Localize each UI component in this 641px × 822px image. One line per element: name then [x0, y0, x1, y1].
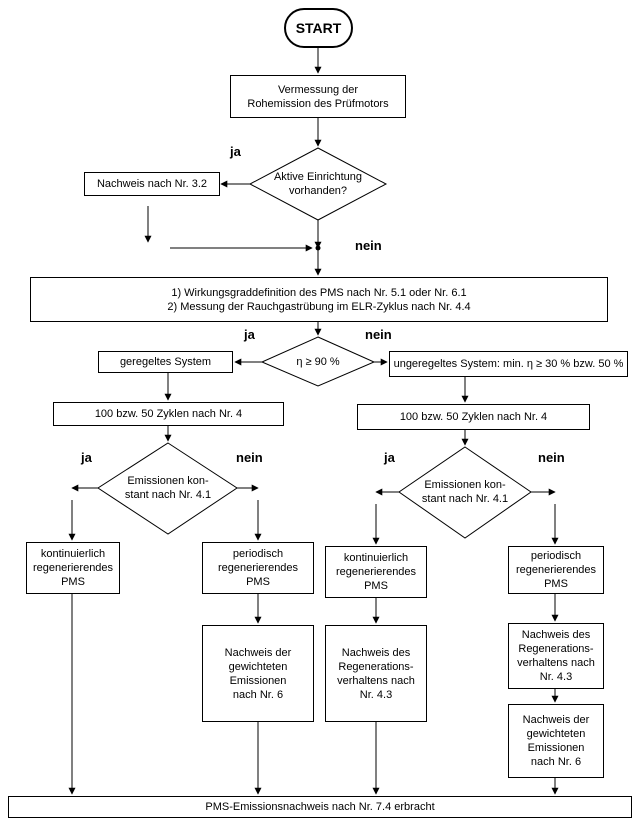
step-kont-left: kontinuierlich regenerierendes PMS — [26, 542, 120, 594]
step-regen-mid: Nachweis des Regenerations- verhaltens n… — [325, 625, 427, 722]
step-period-right: periodisch regenerierendes PMS — [508, 546, 604, 594]
step-geregelt: geregeltes System — [98, 351, 233, 373]
label-nein-eta: nein — [365, 327, 392, 342]
start-node: START — [284, 8, 353, 48]
step-kont-right: kontinuierlich regenerierendes PMS — [325, 546, 427, 598]
label-ja-eta: ja — [244, 327, 255, 342]
step-gewichtet-left: Nachweis der gewichteten Emissionen nach… — [202, 625, 314, 722]
step-period-left: periodisch regenerierendes PMS — [202, 542, 314, 594]
label-nein-aktive: nein — [355, 238, 382, 253]
label-nein-emissions-left: nein — [236, 450, 263, 465]
decision-emissions-left-text: Emissionen kon- stant nach Nr. 4.1 — [124, 475, 212, 501]
step-nachweis-32: Nachweis nach Nr. 3.2 — [84, 172, 220, 196]
decision-emissions-right-text: Emissionen kon- stant nach Nr. 4.1 — [421, 479, 509, 505]
step-vermessung: Vermessung der Rohemission des Prüfmotor… — [230, 75, 406, 118]
merge-dot — [315, 245, 321, 251]
label-nein-emissions-right: nein — [538, 450, 565, 465]
step-regen-right: Nachweis des Regenerations- verhaltens n… — [508, 623, 604, 689]
step-final: PMS-Emissionsnachweis nach Nr. 7.4 erbra… — [8, 796, 632, 818]
decision-emissions-left-shape — [97, 442, 238, 535]
decision-eta-shape — [260, 336, 376, 387]
step-gewichtet-right: Nachweis der gewichteten Emissionen nach… — [508, 704, 604, 778]
decision-eta-text: η ≥ 90 % — [296, 356, 340, 368]
decision-emissions-right-shape — [398, 446, 532, 539]
step-wirkungsgrad: 1) Wirkungsgraddefinition des PMS nach N… — [30, 277, 608, 322]
label-ja-emissions-left: ja — [81, 450, 92, 465]
label-ja-aktive: ja — [230, 144, 241, 159]
step-zyklen-left: 100 bzw. 50 Zyklen nach Nr. 4 — [53, 402, 284, 426]
decision-active-text: Aktive Einrichtung vorhanden? — [273, 171, 363, 197]
step-zyklen-right: 100 bzw. 50 Zyklen nach Nr. 4 — [357, 404, 590, 430]
label-ja-emissions-right: ja — [384, 450, 395, 465]
step-ungeregelt: ungeregeltes System: min. η ≥ 30 % bzw. … — [389, 351, 628, 377]
